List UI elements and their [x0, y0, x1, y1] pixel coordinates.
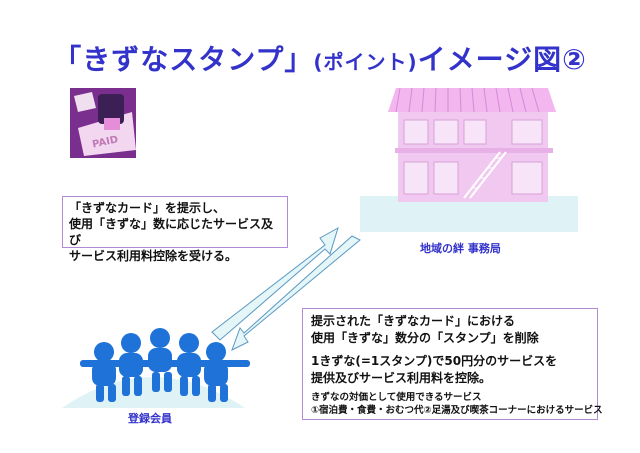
- box-note: ①宿泊費・食費・おむつ代②足湯及び喫茶コーナーにおけるサービス: [311, 405, 603, 416]
- box-note: きずなの対価として使用できるサービス: [311, 392, 482, 403]
- members-group: [62, 328, 250, 408]
- box-line: 使用「きずな」数に応じたサービス及び: [69, 217, 274, 247]
- arrow-to-office: [211, 226, 339, 341]
- box-line: 提示された「きずなカード」における: [311, 314, 516, 328]
- box-line: 提供及びサービス利用料を控除。: [311, 371, 492, 385]
- box-line: サービス利用料控除を受ける。: [69, 249, 238, 263]
- title-suffix: イメージ図②: [417, 43, 587, 76]
- two-way-arrows: [211, 226, 361, 352]
- members-label: 登録会員: [128, 412, 172, 425]
- card-presentation-box: 「きずなカード」を提示し、 使用「きずな」数に応じたサービス及び サービス利用料…: [62, 196, 288, 263]
- office-building: [360, 87, 578, 232]
- stamp-illustration: PAID: [70, 88, 136, 158]
- stamp-paid-text: PAID: [91, 134, 119, 150]
- box-line: 1きずな(=1スタンプ)で50円分のサービスを: [311, 354, 558, 368]
- title-main: 「きずなスタンプ」: [53, 43, 314, 76]
- stamp-deduction-box: 提示された「きずなカード」における 使用「きずな」数分の「スタンプ」を削除 1き…: [302, 308, 603, 420]
- office-label: 地域の絆 事務局: [420, 242, 501, 255]
- box-line: 「きずなカード」を提示し、: [69, 201, 226, 215]
- title-paren: (ポイント): [313, 50, 418, 74]
- page-title: 「きずなスタンプ」(ポイント)イメージ図②: [0, 38, 640, 78]
- arrow-to-members: [231, 235, 361, 352]
- box-line: 使用「きずな」数分の「スタンプ」を削除: [311, 331, 539, 345]
